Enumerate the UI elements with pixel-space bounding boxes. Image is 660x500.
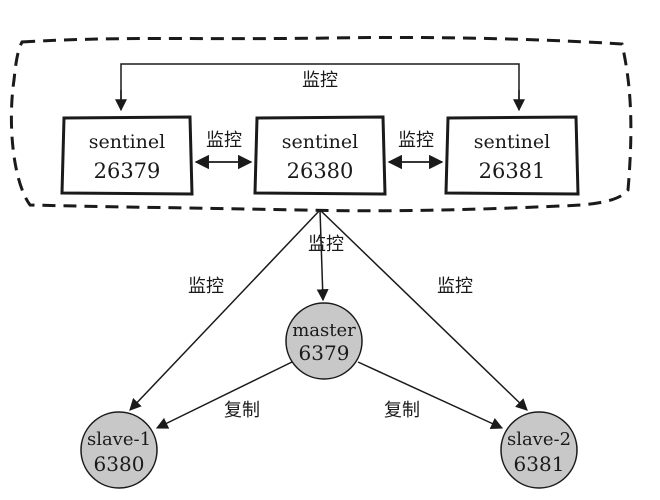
monitor-slave-1-label: 监控 <box>188 276 224 297</box>
slave-1-name: slave-1 <box>87 429 151 450</box>
sentinel-3-port: 26381 <box>479 159 546 183</box>
sentinel-1-name: sentinel <box>89 131 166 153</box>
sentinel-2-3-monitor-label: 监控 <box>398 130 434 151</box>
master-name: master <box>292 320 356 341</box>
sentinel-2-name: sentinel <box>282 131 359 153</box>
replicate-arrow-to-slave-2 <box>357 361 504 429</box>
slave-1-node: slave-1 6380 <box>80 411 158 489</box>
monitor-arrow-to-slave-2 <box>319 209 528 411</box>
master-node: master 6379 <box>285 302 363 380</box>
replicate-slave-1-label: 复制 <box>224 400 260 421</box>
monitor-slave-2-label: 监控 <box>437 276 473 297</box>
sentinel-node-3: sentinel 26381 <box>444 115 580 196</box>
master-port: 6379 <box>299 341 350 365</box>
sentinel-node-1: sentinel 26379 <box>60 115 194 196</box>
sentinel-group-boundary <box>9 35 633 213</box>
slave-2-port: 6381 <box>514 452 565 476</box>
sentinel-3-name: sentinel <box>474 131 551 153</box>
monitor-arrow-to-master <box>316 209 329 302</box>
monitor-master-label: 监控 <box>308 234 344 255</box>
replicate-arrow-to-slave-1 <box>155 361 293 429</box>
monitor-loop-label: 监控 <box>302 70 338 91</box>
replicate-slave-2-label: 复制 <box>384 400 420 421</box>
sentinel-2-port: 26380 <box>287 159 354 183</box>
slave-1-port: 6380 <box>94 452 145 476</box>
sentinel-1-port: 26379 <box>94 159 161 183</box>
sentinel-1-2-monitor-label: 监控 <box>206 130 242 151</box>
monitor-arrow-to-slave-1 <box>129 209 321 411</box>
slave-2-name: slave-2 <box>507 429 571 450</box>
sentinel-node-2: sentinel 26380 <box>253 115 387 196</box>
slave-2-node: slave-2 6381 <box>500 411 578 489</box>
monitor-loop-line <box>120 63 520 108</box>
